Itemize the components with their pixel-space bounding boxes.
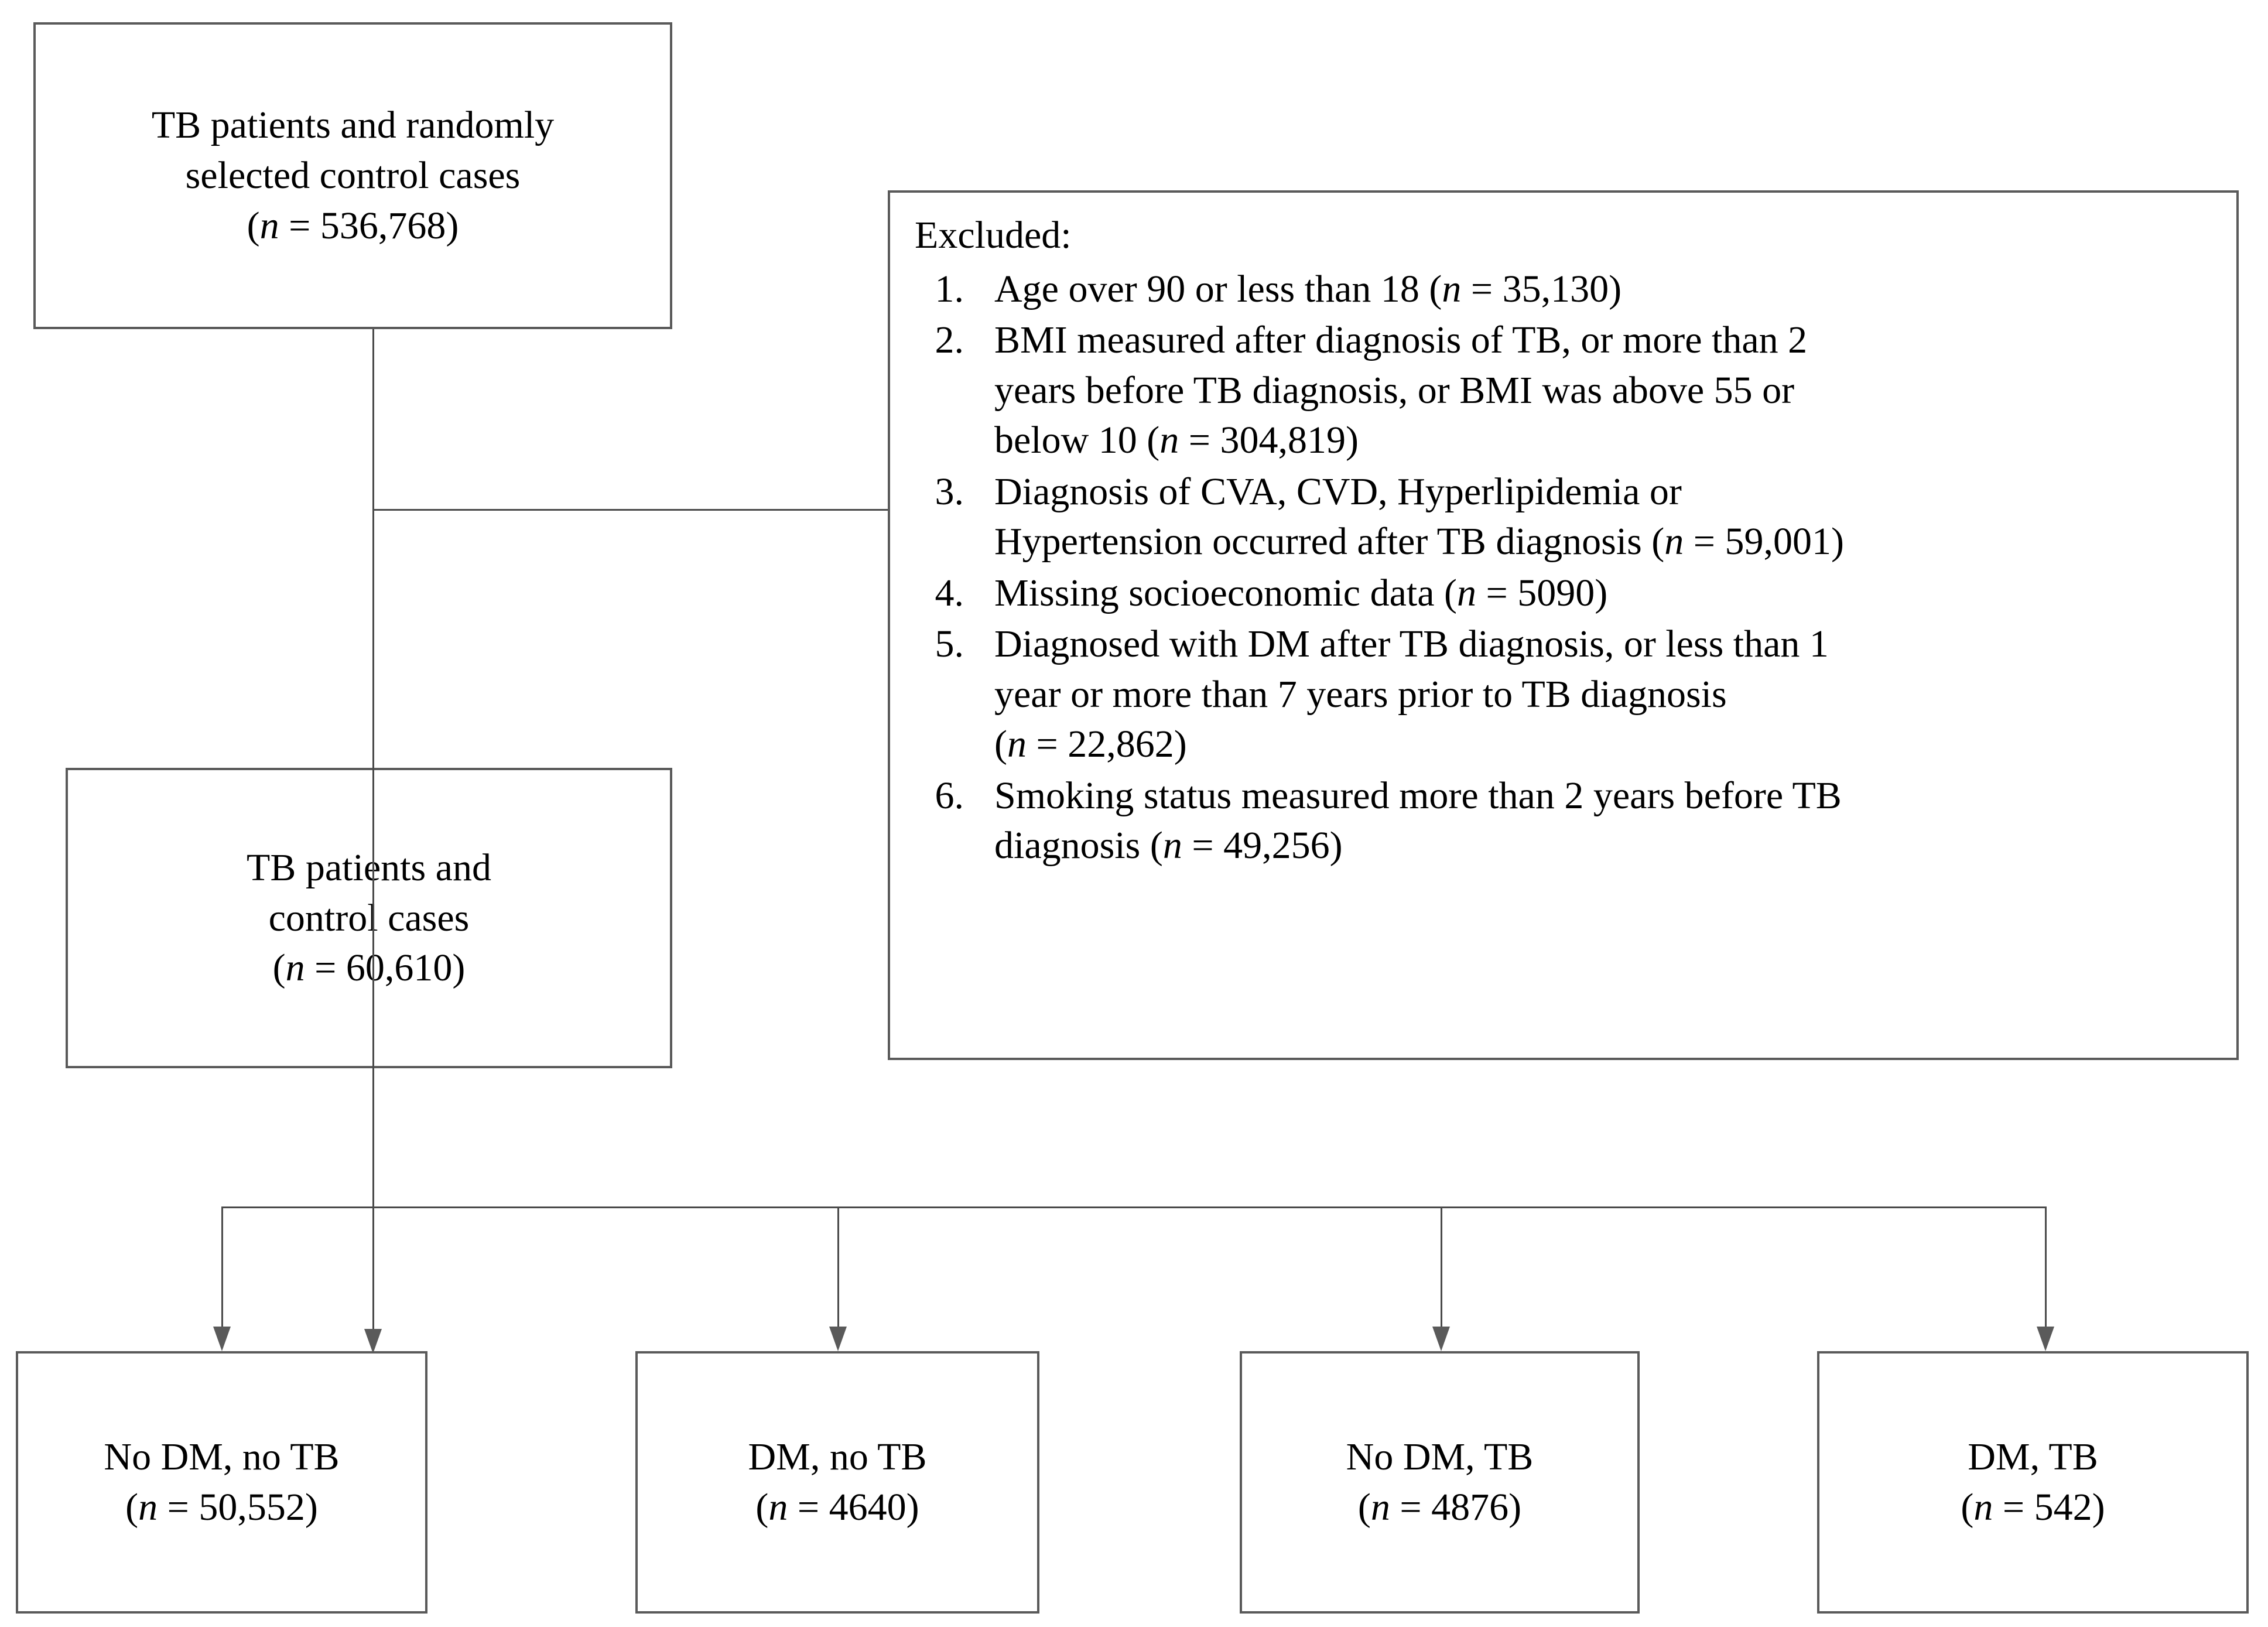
exclusion-item-line: Diagnosed with DM after TB diagnosis, or… — [994, 623, 1829, 666]
exclusion-panel[interactable]: Excluded: 1. Age over 90 or less than 18… — [888, 190, 2239, 1060]
node-group-no-dm-no-tb[interactable]: No DM, no TB (n = 50,552) — [16, 1351, 427, 1614]
arrowhead-analytic-cohort — [364, 1329, 382, 1353]
exclusion-item-body: Age over 90 or less than 18 (n = 35,130) — [994, 264, 2226, 314]
connector-source-to-analytic — [372, 329, 374, 1329]
connector-to-exclusion-panel — [372, 509, 888, 511]
node-analytic-cohort-line1: TB patients and — [247, 846, 491, 889]
exclusion-list-item: 6. Smoking status measured more than 2 y… — [906, 771, 2226, 871]
node-group-no-dm-tb[interactable]: No DM, TB (n = 4876) — [1240, 1351, 1640, 1614]
exclusion-item-line: Diagnosis of CVA, CVD, Hyperlipidemia or — [994, 470, 1682, 513]
node-group-no-dm-no-tb-label: No DM, no TB — [104, 1435, 340, 1479]
node-source-cohort-line2: selected control cases — [185, 154, 521, 197]
exclusion-list-item: 3. Diagnosis of CVA, CVD, Hyperlipidemia… — [906, 467, 2226, 567]
node-analytic-cohort-count: (n = 60,610) — [272, 946, 466, 990]
exclusion-item-number: 1. — [935, 268, 964, 310]
exclusion-list-item: 1. Age over 90 or less than 18 (n = 35,1… — [906, 264, 2226, 314]
exclusion-item-body: BMI measured after diagnosis of TB, or m… — [994, 315, 2226, 465]
exclusion-item-line: diagnosis (n = 49,256) — [994, 824, 1343, 867]
exclusion-item-body: Diagnosis of CVA, CVD, Hyperlipidemia or… — [994, 467, 2226, 567]
exclusion-item-line: Missing socioeconomic data (n = 5090) — [994, 571, 1608, 614]
exclusion-item-line: years before TB diagnosis, or BMI was ab… — [994, 368, 1795, 412]
connector-bus-to-no-dm-tb — [1441, 1206, 1442, 1329]
exclusion-item-line: (n = 22,862) — [994, 723, 1187, 766]
exclusion-item-line: below 10 (n = 304,819) — [994, 419, 1359, 462]
arrowhead-no-dm-no-tb — [213, 1327, 231, 1351]
exclusion-item-number: 3. — [935, 470, 964, 513]
exclusion-panel-title: Excluded: — [915, 214, 1072, 257]
node-source-cohort-line1: TB patients and randomly — [151, 104, 555, 147]
exclusion-item-line: Age over 90 or less than 18 (n = 35,130) — [994, 268, 1622, 310]
connector-distribution-bus — [221, 1206, 2046, 1208]
node-group-dm-tb-count: (n = 542) — [1961, 1486, 2105, 1529]
exclusion-item-body: Diagnosed with DM after TB diagnosis, or… — [994, 619, 2226, 769]
exclusion-item-line: year or more than 7 years prior to TB di… — [994, 672, 1727, 716]
connector-bus-to-dm-tb — [2045, 1206, 2047, 1329]
exclusion-item-body: Smoking status measured more than 2 year… — [994, 771, 2226, 871]
arrowhead-dm-no-tb — [829, 1327, 847, 1351]
connector-bus-to-no-dm-no-tb — [221, 1206, 223, 1329]
arrowhead-no-dm-tb — [1432, 1327, 1450, 1351]
exclusion-item-line: Hypertension occurred after TB diagnosis… — [994, 520, 1844, 563]
node-group-dm-tb[interactable]: DM, TB (n = 542) — [1817, 1351, 2249, 1614]
node-group-no-dm-tb-count: (n = 4876) — [1357, 1486, 1522, 1529]
exclusion-item-line: BMI measured after diagnosis of TB, or m… — [994, 319, 1808, 362]
node-group-dm-tb-label: DM, TB — [1968, 1435, 2098, 1479]
node-group-no-dm-tb-text: No DM, TB (n = 4876) — [1338, 1432, 1542, 1533]
node-group-no-dm-tb-label: No DM, TB — [1346, 1435, 1534, 1479]
node-source-cohort-text: TB patients and randomly selected contro… — [143, 100, 562, 251]
node-group-dm-no-tb-text: DM, no TB (n = 4640) — [740, 1432, 935, 1533]
node-group-no-dm-no-tb-count: (n = 50,552) — [125, 1486, 318, 1529]
exclusion-list-item: 4. Missing socioeconomic data (n = 5090) — [906, 568, 2226, 618]
exclusion-list-item: 5. Diagnosed with DM after TB diagnosis,… — [906, 619, 2226, 769]
exclusion-item-number: 2. — [935, 319, 964, 362]
node-group-dm-no-tb-count: (n = 4640) — [755, 1486, 919, 1529]
arrowhead-dm-tb — [2037, 1327, 2054, 1351]
exclusion-item-line: Smoking status measured more than 2 year… — [994, 774, 1842, 817]
exclusion-list-item: 2. BMI measured after diagnosis of TB, o… — [906, 315, 2226, 465]
connector-bus-to-dm-no-tb — [837, 1206, 839, 1329]
exclusion-item-number: 5. — [935, 623, 964, 666]
connector-analytic-to-bus — [372, 1068, 374, 1208]
node-group-dm-tb-text: DM, TB (n = 542) — [1952, 1432, 2113, 1533]
node-group-dm-no-tb-label: DM, no TB — [748, 1435, 927, 1479]
exclusion-list: 1. Age over 90 or less than 18 (n = 35,1… — [906, 264, 2226, 872]
node-analytic-cohort[interactable]: TB patients and control cases (n = 60,61… — [66, 768, 672, 1068]
node-source-cohort-count: (n = 536,768) — [247, 204, 459, 247]
node-group-no-dm-no-tb-text: No DM, no TB (n = 50,552) — [95, 1432, 347, 1533]
exclusion-item-number: 4. — [935, 571, 964, 614]
node-analytic-cohort-text: TB patients and control cases (n = 60,61… — [238, 843, 500, 993]
node-source-cohort[interactable]: TB patients and randomly selected contro… — [33, 22, 672, 329]
node-group-dm-no-tb[interactable]: DM, no TB (n = 4640) — [635, 1351, 1039, 1614]
exclusion-item-body: Missing socioeconomic data (n = 5090) — [994, 568, 2226, 618]
exclusion-item-number: 6. — [935, 774, 964, 817]
node-analytic-cohort-line2: control cases — [268, 896, 470, 939]
